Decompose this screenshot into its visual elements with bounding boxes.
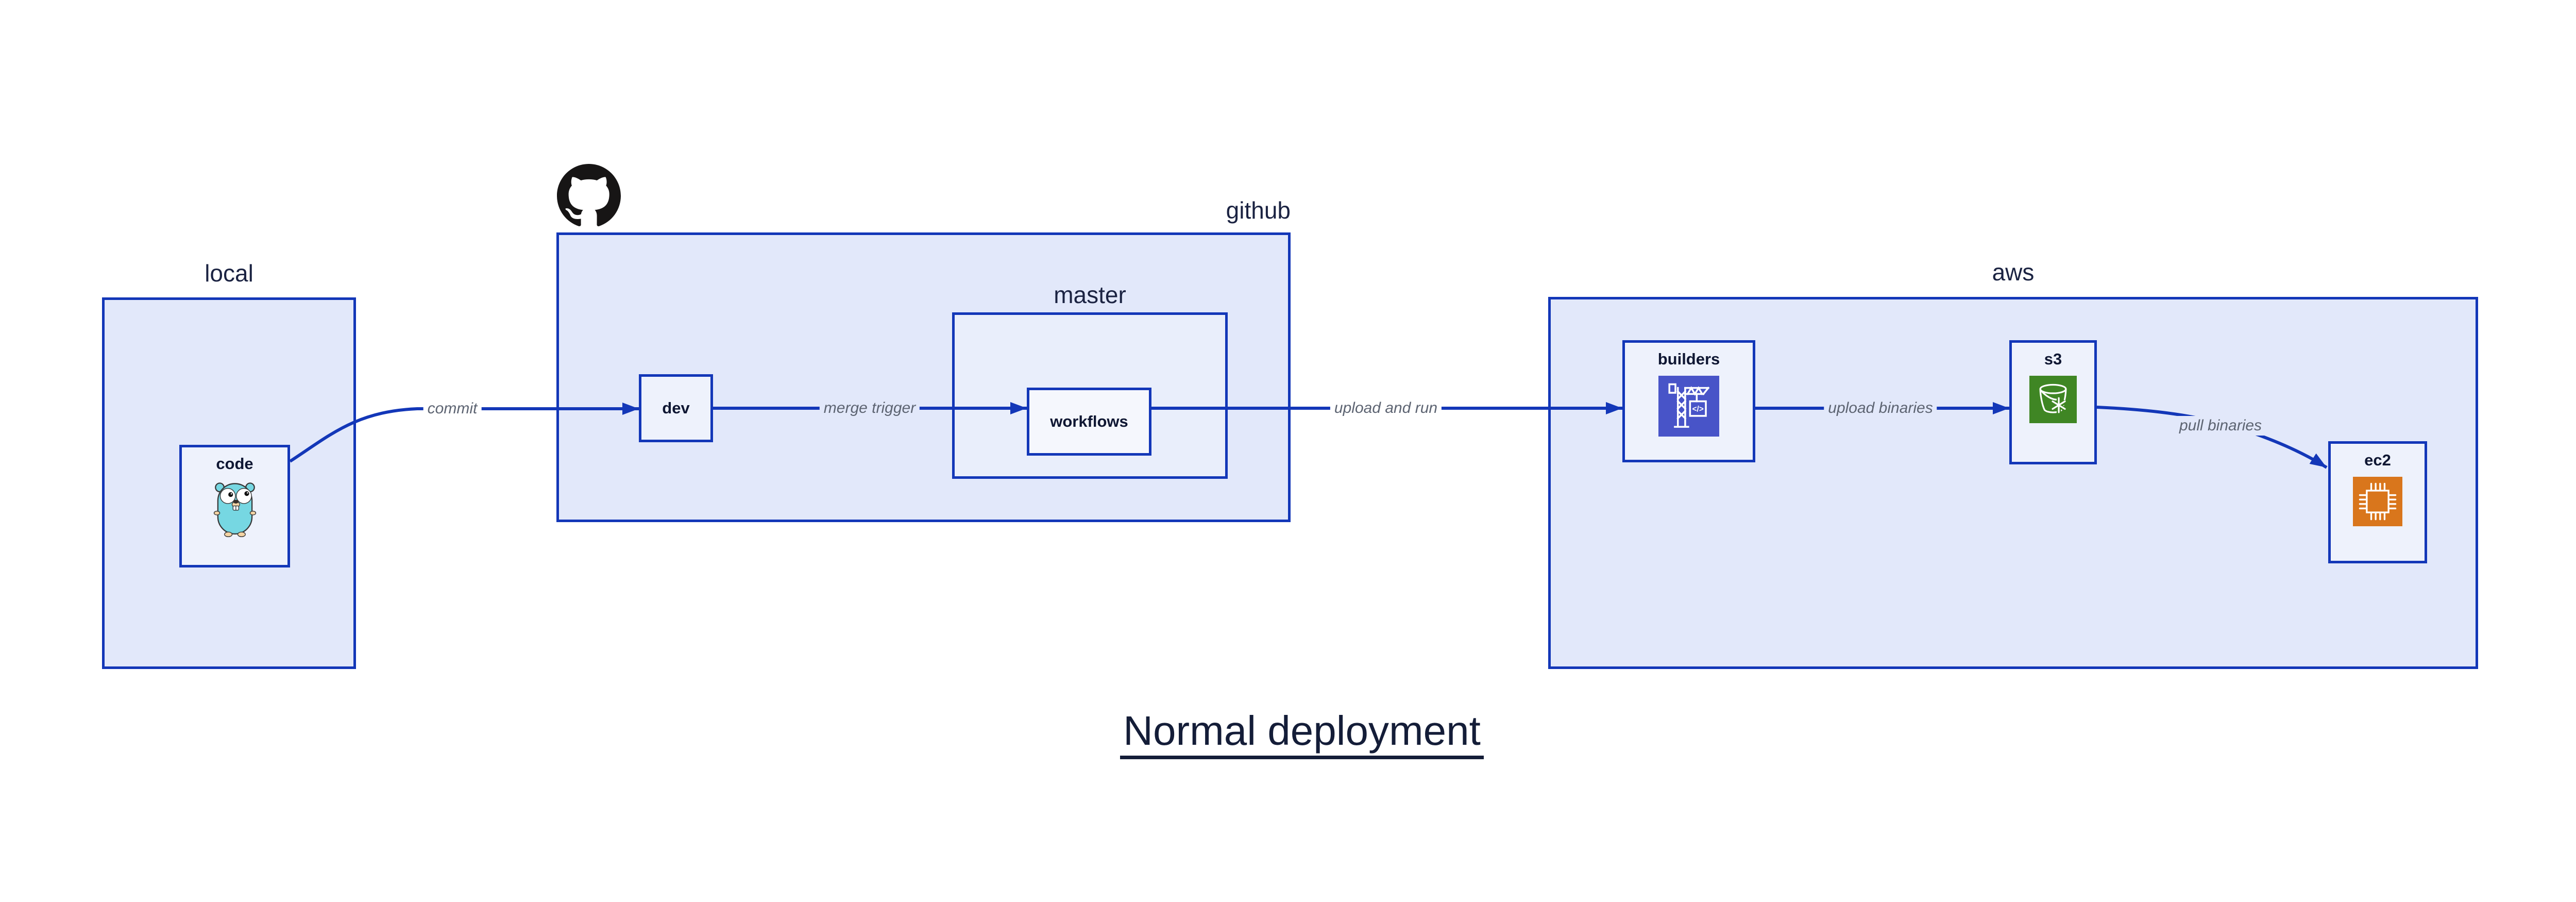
edge-label-commit: commit — [423, 399, 482, 419]
edge-label-merge-trigger: merge trigger — [819, 398, 920, 418]
edge-label-pull-binaries: pull binaries — [2175, 416, 2266, 436]
node-code-label: code — [216, 455, 253, 473]
aws-ec2-chip-icon — [2353, 477, 2402, 526]
aws-s3-bucket-icon — [2029, 376, 2077, 423]
node-ec2-label: ec2 — [2364, 451, 2391, 469]
go-gopher-icon — [213, 482, 256, 538]
aws-codebuild-crane-icon: </> — [1658, 376, 1719, 437]
node-dev: dev — [639, 374, 713, 442]
svg-text:</>: </> — [1692, 405, 1704, 414]
node-ec2: ec2 — [2328, 441, 2427, 563]
edge-label-upload-and-run: upload and run — [1330, 398, 1442, 418]
local-group-label: local — [205, 260, 253, 287]
node-workflows: workflows — [1027, 388, 1151, 456]
node-builders: builders </> — [1622, 340, 1755, 462]
node-s3-label: s3 — [2044, 350, 2062, 368]
edge-label-upload-binaries: upload binaries — [1824, 398, 1937, 418]
node-workflows-label: workflows — [1050, 412, 1128, 430]
diagram-title: Normal deployment — [0, 710, 2576, 759]
node-dev-label: dev — [662, 399, 690, 417]
aws-group-label: aws — [1992, 259, 2035, 286]
master-group-label: master — [1054, 281, 1126, 308]
github-group-label: github — [1226, 197, 1291, 224]
node-builders-label: builders — [1657, 350, 1720, 368]
node-code: code — [179, 445, 290, 567]
node-s3: s3 — [2009, 340, 2097, 464]
github-logo-icon — [557, 164, 621, 226]
diagram-title-text: Normal deployment — [1120, 710, 1484, 759]
